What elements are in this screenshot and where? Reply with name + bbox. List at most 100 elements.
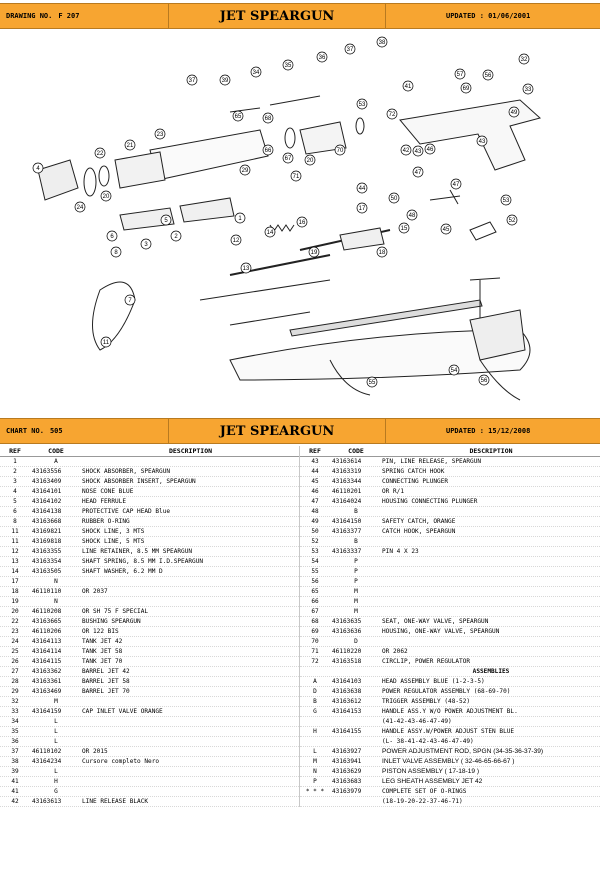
svg-text:3: 3 (144, 242, 148, 248)
callout: 54 (448, 364, 460, 376)
code-cell (330, 797, 380, 806)
callout: 52 (506, 214, 518, 226)
description-cell: PISTON ASSEMBLY ( 17-18-19 ) (382, 768, 480, 775)
svg-text:47: 47 (415, 170, 422, 176)
code-cell: 43164115 (32, 658, 62, 665)
callout: 8 (110, 246, 122, 258)
svg-text:2: 2 (174, 234, 178, 240)
inlet-valve-part (299, 121, 347, 155)
description-cell: TANK JET 42 (82, 638, 123, 645)
callout: 70 (334, 144, 346, 156)
drawing-number-cell: DRAWING NO. F 207 (0, 4, 168, 28)
exploded-view-drawing: 4 24 22 20 21 23 29 37 39 34 35 36 37 38… (32, 36, 542, 401)
tank-part (149, 129, 269, 181)
description-cell: HEAD FERRULE (82, 498, 127, 505)
code-cell: 43163362 (32, 668, 62, 675)
code-cell: B (354, 508, 358, 515)
svg-text:53: 53 (359, 102, 366, 108)
description-header: DESCRIPTION (469, 447, 513, 455)
svg-text:15: 15 (401, 226, 408, 232)
svg-text:8: 8 (114, 250, 118, 256)
ref-cell: 47 (311, 498, 319, 505)
ref-cell: D (313, 688, 317, 695)
callout: 14 (264, 226, 276, 238)
description-cell (380, 597, 600, 606)
callout: 47 (412, 166, 424, 178)
description-cell (380, 587, 600, 596)
ref-cell: 25 (11, 648, 19, 655)
svg-text:32: 32 (521, 57, 528, 63)
description-cell: BARREL JET 42 (82, 668, 130, 675)
ref-cell: 14 (11, 568, 19, 575)
drawing-header: DRAWING NO. F 207 JET SPEARGUN UPDATED :… (0, 3, 600, 29)
ref-cell: 65 (311, 588, 319, 595)
callout: 3 (140, 238, 152, 250)
ref-cell: 72 (311, 658, 319, 665)
callout: 42 (400, 144, 412, 156)
ref-cell: 32 (11, 698, 19, 705)
description-cell: TRIGGER ASSEMBLY (48-52) (382, 698, 471, 705)
ref-cell: 33 (11, 708, 19, 715)
svg-text:38: 38 (379, 40, 386, 46)
description-cell (380, 537, 600, 546)
callout: 12 (230, 234, 242, 246)
svg-text:47: 47 (453, 182, 460, 188)
description-cell: (41-42-43-46-47-49) (382, 718, 452, 725)
ref-cell: 54 (311, 558, 319, 565)
code-cell (330, 667, 380, 676)
callout: 36 (316, 51, 328, 63)
callout: 19 (308, 246, 320, 258)
ref-cell: 19 (11, 598, 19, 605)
svg-text:68: 68 (265, 116, 272, 122)
code-cell: 43163355 (32, 548, 62, 555)
callout: 67 (282, 152, 294, 164)
description-cell (380, 507, 600, 516)
table-row: ASSEMBLIES (300, 667, 600, 677)
description-cell: SHOCK ABSORBER INSERT, SPEARGUN (82, 478, 196, 485)
ref-cell: 43 (311, 458, 319, 465)
ref-cell: G (313, 708, 317, 715)
svg-text:11: 11 (103, 340, 110, 346)
description-cell: Cursore completo Nero (82, 758, 160, 765)
ref-cell: 67 (311, 608, 319, 615)
description-cell: OR 2037 (82, 588, 108, 595)
code-cell: M (354, 588, 358, 595)
code-cell: 43164153 (332, 708, 362, 715)
callout: 43 (412, 145, 424, 157)
code-cell: 43163614 (332, 458, 362, 465)
svg-text:4: 4 (36, 166, 40, 172)
code-cell: 43164101 (32, 488, 62, 495)
code-cell: 43169818 (32, 538, 62, 545)
ref-cell (300, 737, 330, 746)
ref-cell: 52 (311, 538, 319, 545)
ref-cell: 17 (11, 578, 19, 585)
description-cell: OR 2062 (382, 648, 408, 655)
code-cell: 43163409 (32, 478, 62, 485)
callout: 66 (262, 144, 274, 156)
callout: 5 (160, 214, 172, 226)
ref-cell (300, 717, 330, 726)
ref-cell (300, 667, 330, 676)
code-cell: H (54, 778, 58, 785)
code-cell: P (354, 578, 358, 585)
ref-cell: 46 (311, 488, 319, 495)
ref-cell: 5 (13, 498, 17, 505)
table-row: (18-19-20-22-37-46-71) (300, 797, 600, 807)
ref-cell: 34 (11, 718, 19, 725)
callout: 71 (290, 170, 302, 182)
